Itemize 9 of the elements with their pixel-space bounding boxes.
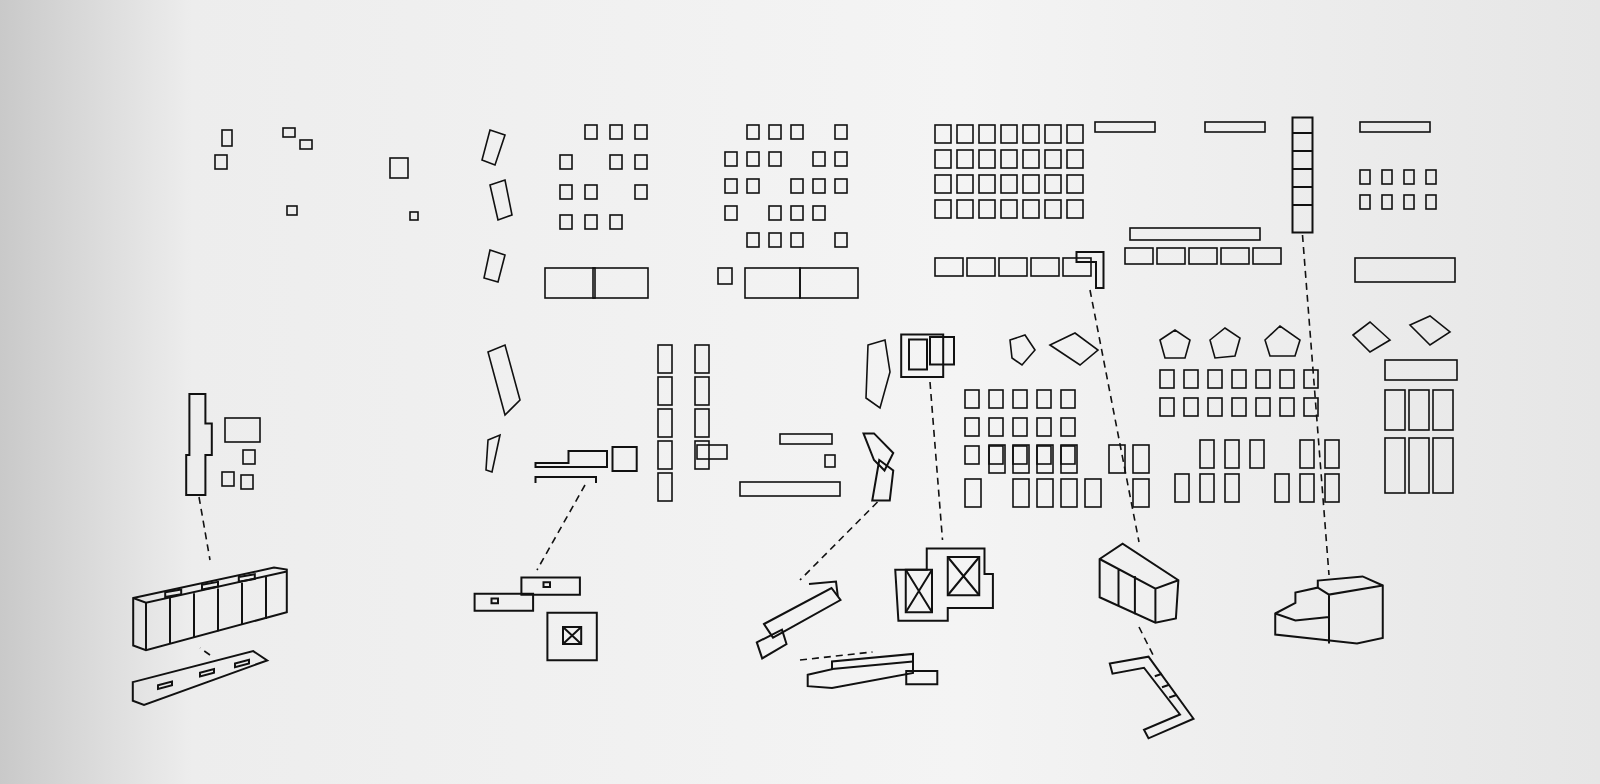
dashed-connector (199, 647, 211, 656)
dashed-connector (198, 496, 211, 561)
dashed-connector (1301, 234, 1330, 576)
dashed-connector (799, 651, 874, 661)
dashed-connector (1089, 289, 1140, 543)
dashed-connector (536, 484, 586, 571)
dashed-connector (1138, 626, 1154, 656)
dashed-connector (799, 501, 879, 581)
dashed-connector (929, 381, 944, 541)
